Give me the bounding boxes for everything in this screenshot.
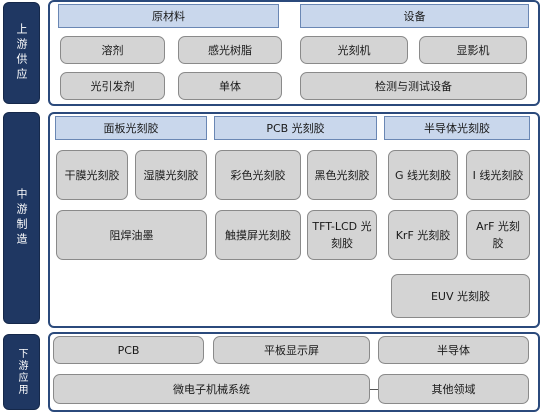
item-euv-photoresist: EUV 光刻胶 (391, 274, 530, 318)
item-flat-panel-display: 平板显示屏 (213, 336, 370, 364)
item-black-photoresist: 黑色光刻胶 (307, 150, 377, 200)
mems-other-connector (370, 389, 378, 390)
stage-label-midstream: 中游制造 (3, 112, 40, 324)
item-other-fields: 其他领域 (378, 374, 529, 404)
item-solder-mask-ink: 阻焊油墨 (56, 210, 207, 260)
stage-label-upstream-text: 上游供应 (15, 23, 28, 83)
item-inspection-test-equipment: 检测与测试设备 (300, 72, 527, 100)
item-wet-film-photoresist: 湿膜光刻胶 (135, 150, 207, 200)
item-downstream-pcb: PCB (53, 336, 204, 364)
item-developer-machine: 显影机 (419, 36, 527, 64)
stage-label-midstream-text: 中游制造 (15, 188, 28, 248)
item-solvent: 溶剂 (60, 36, 165, 64)
raw-materials-header: 原材料 (58, 4, 279, 28)
item-downstream-semiconductor: 半导体 (378, 336, 529, 364)
item-krf-photoresist: KrF 光刻胶 (388, 210, 458, 260)
item-g-line-photoresist: G 线光刻胶 (388, 150, 458, 200)
stage-label-upstream: 上游供应 (3, 2, 40, 104)
equipment-header: 设备 (300, 4, 529, 28)
panel-photoresist-header: 面板光刻胶 (55, 116, 207, 140)
semiconductor-photoresist-header: 半导体光刻胶 (384, 116, 530, 140)
stage-label-downstream-text: 下游应用 (16, 348, 27, 396)
item-mems: 微电子机械系统 (53, 374, 370, 404)
stage-label-downstream: 下游应用 (3, 334, 40, 410)
item-arf-photoresist: ArF 光刻胶 (466, 210, 530, 260)
item-i-line-photoresist: I 线光刻胶 (466, 150, 530, 200)
item-color-photoresist: 彩色光刻胶 (215, 150, 301, 200)
item-photosensitive-resin: 感光树脂 (178, 36, 282, 64)
item-monomer: 单体 (178, 72, 282, 100)
item-photoinitiator: 光引发剂 (60, 72, 165, 100)
pcb-photoresist-header: PCB 光刻胶 (214, 116, 377, 140)
item-tft-lcd-photoresist: TFT-LCD 光刻胶 (307, 210, 377, 260)
item-lithography-machine: 光刻机 (300, 36, 408, 64)
item-touchscreen-photoresist: 触摸屏光刻胶 (215, 210, 301, 260)
item-dry-film-photoresist: 干膜光刻胶 (56, 150, 128, 200)
